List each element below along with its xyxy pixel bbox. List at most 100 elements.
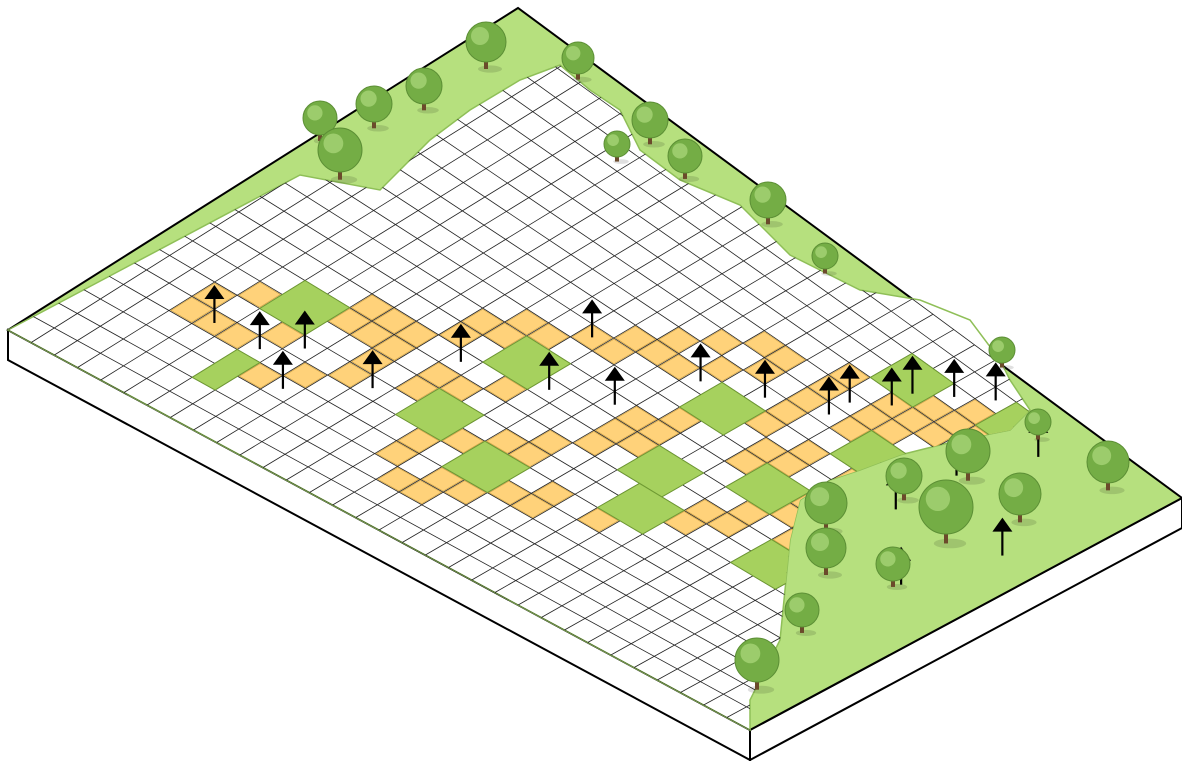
- amber-tile: [788, 440, 830, 465]
- tree-highlight: [811, 533, 829, 551]
- arrow-head: [755, 359, 775, 374]
- tree: [603, 130, 631, 164]
- amber-tile: [215, 323, 259, 349]
- tree-highlight: [323, 133, 344, 154]
- tree-highlight: [410, 72, 427, 89]
- tree: [885, 457, 923, 504]
- up-arrow-marker: [539, 351, 560, 390]
- tree-shadow: [795, 629, 817, 637]
- amber-tile: [485, 429, 528, 454]
- amber-tile: [238, 281, 282, 308]
- green-planting-block: [258, 279, 351, 336]
- amber-tile: [399, 479, 443, 505]
- amber-tile: [441, 428, 484, 454]
- amber-tile: [573, 430, 616, 456]
- grid-line: [239, 160, 726, 456]
- up-arrow-marker: [944, 358, 965, 397]
- amber-tile: [444, 480, 487, 505]
- up-arrow-marker: [839, 364, 860, 403]
- up-arrow-marker: [992, 517, 1013, 556]
- tree-highlight: [789, 597, 805, 613]
- amber-tile: [238, 363, 282, 389]
- amber-tile: [260, 322, 304, 349]
- amber-tile: [440, 375, 483, 402]
- arrow-head: [992, 517, 1013, 532]
- tree-shadow: [761, 221, 783, 228]
- up-arrow-marker: [204, 285, 225, 323]
- amber-tile: [701, 356, 743, 382]
- tree-shadow: [886, 583, 908, 591]
- amber-tile: [872, 419, 913, 445]
- tree: [317, 127, 363, 184]
- amber-tile: [417, 362, 461, 388]
- grid-line: [425, 283, 892, 556]
- amber-tile: [617, 432, 659, 458]
- tree-shadow: [678, 175, 700, 183]
- up-arrow-marker: [902, 355, 923, 394]
- green-planting-block: [191, 348, 261, 391]
- grid-line: [401, 267, 871, 543]
- amber-tile: [505, 309, 548, 336]
- amber-tile: [707, 512, 749, 537]
- tree-highlight: [672, 143, 688, 159]
- arrow-head: [450, 323, 471, 338]
- arrow-head: [985, 362, 1006, 377]
- amber-tile: [373, 335, 416, 361]
- up-arrow-marker: [294, 310, 315, 349]
- tree-shadow: [1099, 486, 1125, 495]
- amber-tile: [577, 508, 620, 533]
- amber-tile: [508, 442, 551, 468]
- arrow-head: [582, 299, 603, 314]
- tree: [465, 21, 507, 73]
- arrow-head: [539, 351, 560, 366]
- tree-shadow: [478, 65, 502, 73]
- arrow-head: [902, 355, 923, 370]
- amber-tile: [376, 467, 420, 492]
- tree-shadow: [958, 476, 986, 485]
- tree-highlight: [890, 462, 907, 479]
- tree: [405, 67, 443, 114]
- arrow-head: [818, 376, 839, 391]
- grid-line: [262, 176, 747, 468]
- tree-shadow: [367, 125, 389, 132]
- amber-tile: [395, 321, 438, 348]
- grid-line: [193, 130, 685, 431]
- amber-tile: [511, 493, 553, 519]
- green-planting-block: [440, 440, 531, 494]
- amber-tile: [685, 499, 727, 524]
- grid-line: [123, 84, 622, 393]
- amber-tile: [830, 416, 871, 442]
- amber-tile: [725, 449, 767, 475]
- amber-tile: [614, 325, 657, 352]
- tree-shadow: [643, 141, 665, 148]
- amber-tile: [328, 308, 371, 335]
- tree: [734, 637, 780, 694]
- amber-tile: [743, 331, 785, 358]
- tree-highlight: [925, 486, 951, 512]
- amber-tile: [484, 376, 527, 402]
- amber-tile: [638, 419, 680, 445]
- amber-tile: [421, 467, 464, 492]
- amber-tile: [461, 308, 504, 335]
- grid-line: [77, 65, 581, 368]
- tree-shadow: [417, 107, 439, 114]
- amber-tile: [483, 322, 526, 349]
- tree-highlight: [810, 487, 830, 507]
- tree-highlight: [1092, 446, 1112, 466]
- amber-tile: [375, 441, 419, 466]
- up-arrow-marker: [450, 323, 471, 362]
- amber-tile: [727, 501, 769, 526]
- amber-tile: [659, 407, 701, 433]
- up-arrow-marker: [272, 350, 293, 389]
- arrow-head: [249, 311, 270, 326]
- amber-tile: [532, 481, 575, 506]
- arrow-head: [294, 310, 315, 325]
- amber-tile: [787, 387, 828, 413]
- tree: [355, 85, 393, 132]
- amber-tile: [768, 451, 809, 477]
- amber-tile: [527, 323, 570, 350]
- tree: [804, 481, 848, 536]
- tree-highlight: [880, 551, 896, 567]
- amber-tile: [658, 327, 700, 354]
